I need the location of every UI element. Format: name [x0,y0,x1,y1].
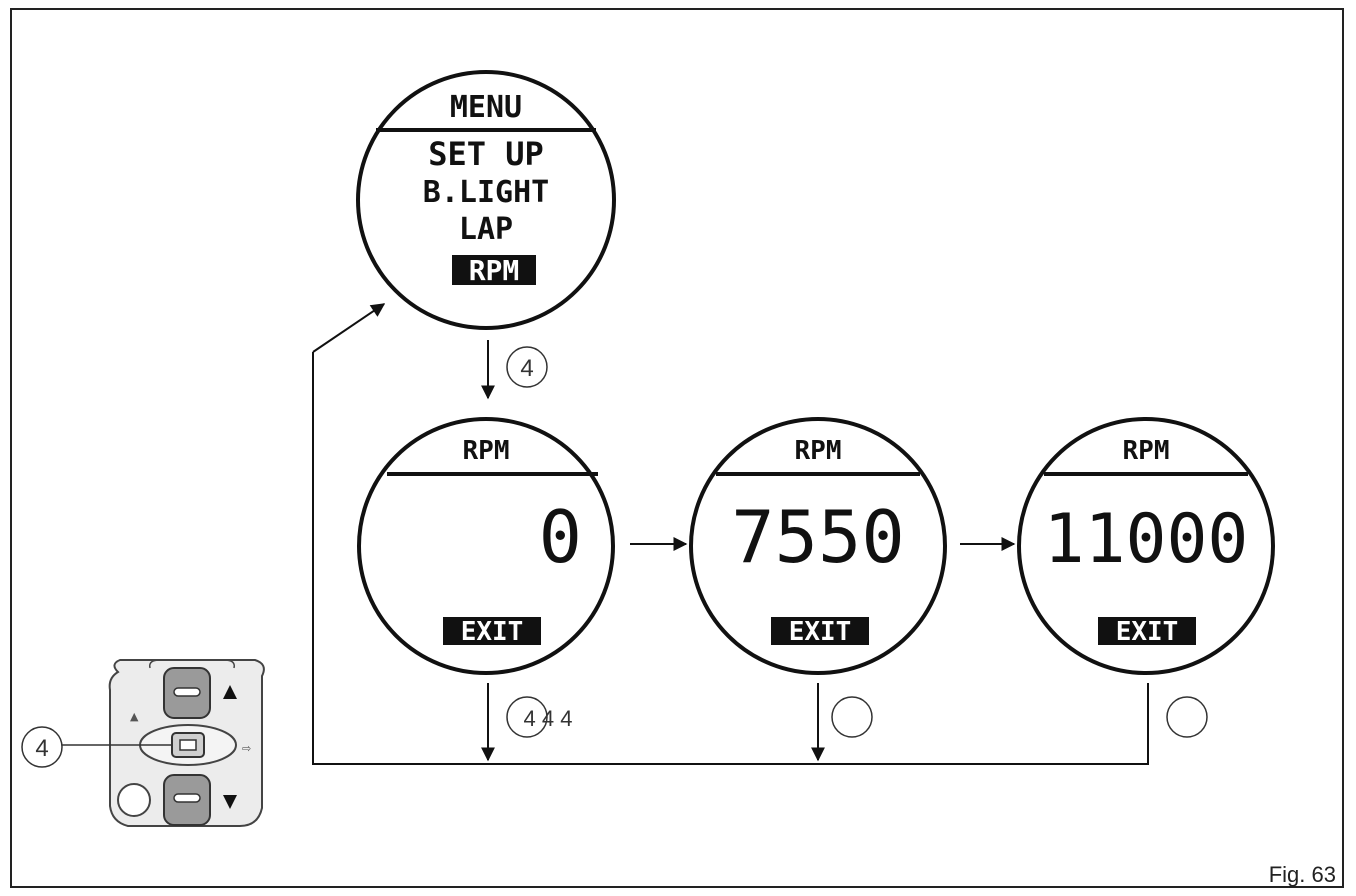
rpm-screen-3-exit-bg [1098,617,1196,645]
rpm-screen-3-value: 11000 [1044,500,1249,579]
callout-circle-menu [506,346,548,388]
menu-item-lap: LAP [459,212,513,247]
diagram-frame [10,8,1344,888]
menu-title: MENU [450,90,522,125]
handlebar-switch-panel: ▲ ⇨ ⊳ [108,659,265,827]
rpm-screen-2-exit-bg [771,617,869,645]
rpm-screen-3-title: RPM [1123,436,1170,466]
menu-item-blight: B.LIGHT [423,175,549,210]
menu-screen: MENU SET UP B.LIGHT LAP RPM [356,70,616,330]
rpm-screen-1-title: RPM [463,436,510,466]
menu-item-rpm: RPM [469,254,520,287]
rpm-screen-1-exit-bg [443,617,541,645]
menu-item-setup: SET UP [428,135,544,173]
callout-exit-1: 4 4 4 [524,706,573,731]
callout-circle-exit-2 [831,696,873,738]
return-loop-line [312,352,1149,765]
callout-circle-switch [21,726,63,768]
svg-text:⇨: ⇨ [242,742,251,755]
rpm-screen-3: RPM 11000 EXIT [1017,417,1275,675]
menu-selection-highlight [452,255,536,285]
svg-text:▲: ▲ [130,710,139,723]
callout-switch-button: 4 [35,735,48,762]
rpm-screen-2-title: RPM [795,436,842,466]
triangle-down-icon [223,795,237,809]
figure-label: Fig. 63 [1269,862,1336,887]
switch-horn-button[interactable] [117,783,151,817]
rpm-screen-2-exit: EXIT [789,617,852,647]
arrow-return-to-menu [312,303,386,353]
callout-circle-exit-1 [506,696,548,738]
rpm-screen-1-exit: EXIT [461,617,524,647]
rpm-screen-3-exit: EXIT [1116,617,1179,647]
triangle-up-icon [223,685,237,699]
rpm-screen-2-value: 7550 [731,495,904,579]
rpm-screen-2: RPM 7550 EXIT [689,417,947,675]
rpm-screen-1-value: 0 [539,495,582,579]
rpm-screen-1: RPM 0 EXIT [357,417,615,675]
callout-circle-exit-3 [1166,696,1208,738]
callout-menu-to-rpm: 4 [520,355,533,382]
